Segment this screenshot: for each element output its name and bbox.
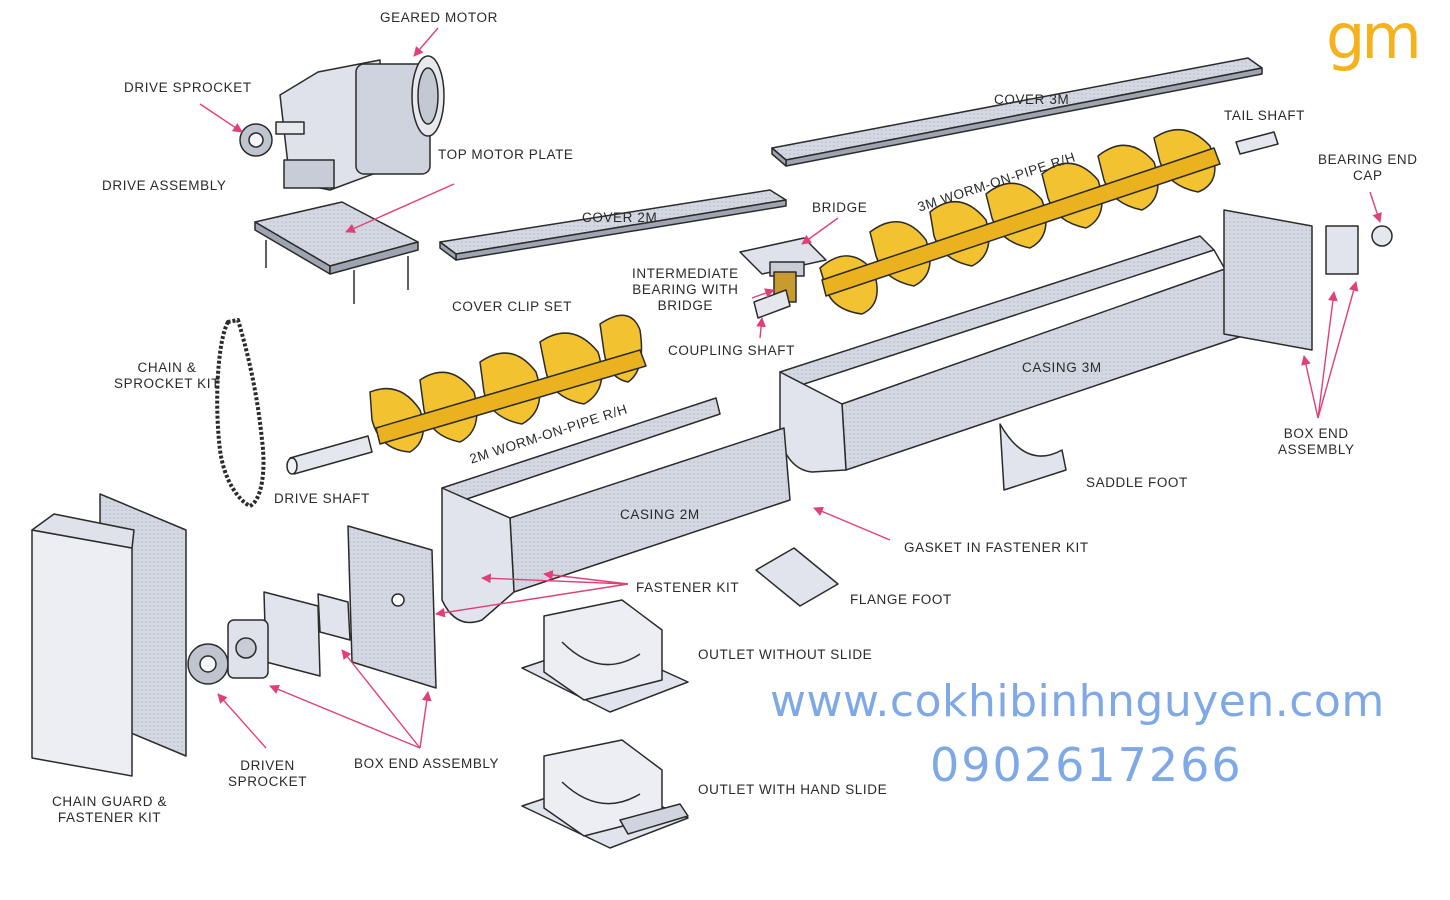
label-cover-2m: COVER 2M bbox=[582, 210, 658, 225]
label-driven-sprocket: DRIVEN SPROCKET bbox=[228, 758, 308, 789]
label-cover-clip-set: COVER CLIP SET bbox=[452, 299, 572, 314]
box-end-assembly-left bbox=[263, 525, 437, 689]
label-intermediate-bearing: INTERMEDIATE BEARING WITH BRIDGE bbox=[632, 266, 739, 313]
label-fastener-kit: FASTENER KIT bbox=[636, 580, 740, 595]
saddle-foot-part bbox=[999, 423, 1067, 491]
chain-guard-part bbox=[31, 493, 187, 777]
label-chain-sprocket-kit: CHAIN & SPROCKET KIT bbox=[114, 360, 220, 391]
label-bearing-end-cap: BEARING END CAP bbox=[1318, 152, 1418, 183]
box-end-assembly-right bbox=[1223, 209, 1393, 351]
top-motor-plate bbox=[254, 201, 419, 304]
label-drive-assembly: DRIVE ASSEMBLY bbox=[102, 178, 227, 193]
label-drive-sprocket: DRIVE SPROCKET bbox=[124, 80, 252, 95]
label-outlet-with-hand-slide: OUTLET WITH HAND SLIDE bbox=[698, 782, 888, 797]
outlet-with-hand-slide-part bbox=[521, 739, 689, 849]
label-geared-motor: GEARED MOTOR bbox=[380, 10, 498, 25]
label-coupling-shaft: COUPLING SHAFT bbox=[668, 343, 795, 358]
label-top-motor-plate: TOP MOTOR PLATE bbox=[438, 147, 574, 162]
drive-shaft bbox=[286, 435, 373, 475]
label-cover-3m: COVER 3M bbox=[994, 92, 1070, 107]
chain bbox=[215, 318, 266, 508]
watermark-url: www.cokhibinhnguyen.com bbox=[770, 676, 1385, 727]
label-chain-guard: CHAIN GUARD & FASTENER KIT bbox=[52, 794, 168, 825]
label-tail-shaft: TAIL SHAFT bbox=[1224, 108, 1306, 123]
worm-3m bbox=[819, 128, 1221, 315]
outlet-without-slide-part bbox=[521, 599, 689, 713]
label-gasket: GASKET IN FASTENER KIT bbox=[904, 540, 1089, 555]
cover-2m bbox=[439, 189, 787, 261]
brand-logo: gm bbox=[1326, 0, 1422, 73]
watermark-phone: 0902617266 bbox=[930, 738, 1243, 792]
cover-3m bbox=[771, 57, 1263, 167]
label-casing-3m: CASING 3M bbox=[1022, 360, 1102, 375]
driven-sprocket-part bbox=[187, 619, 269, 685]
casing-2m bbox=[441, 397, 791, 624]
tail-shaft bbox=[1235, 131, 1279, 155]
label-casing-2m: CASING 2M bbox=[620, 507, 700, 522]
casing-3m bbox=[779, 235, 1261, 473]
flange-foot-part bbox=[755, 547, 839, 607]
drive-sprocket bbox=[239, 123, 273, 157]
label-box-end-assembly-right: BOX END ASSEMBLY bbox=[1278, 426, 1355, 457]
label-saddle-foot: SADDLE FOOT bbox=[1086, 475, 1188, 490]
label-outlet-without-slide: OUTLET WITHOUT SLIDE bbox=[698, 647, 873, 662]
pointer-arrows bbox=[199, 27, 1382, 749]
geared-motor bbox=[275, 55, 445, 191]
label-drive-shaft: DRIVE SHAFT bbox=[274, 491, 370, 506]
bridge bbox=[739, 237, 827, 319]
label-bridge: BRIDGE bbox=[812, 200, 868, 215]
label-flange-foot: FLANGE FOOT bbox=[850, 592, 952, 607]
worm-2m bbox=[369, 314, 647, 453]
label-box-end-assembly-left: BOX END ASSEMBLY bbox=[354, 756, 500, 771]
